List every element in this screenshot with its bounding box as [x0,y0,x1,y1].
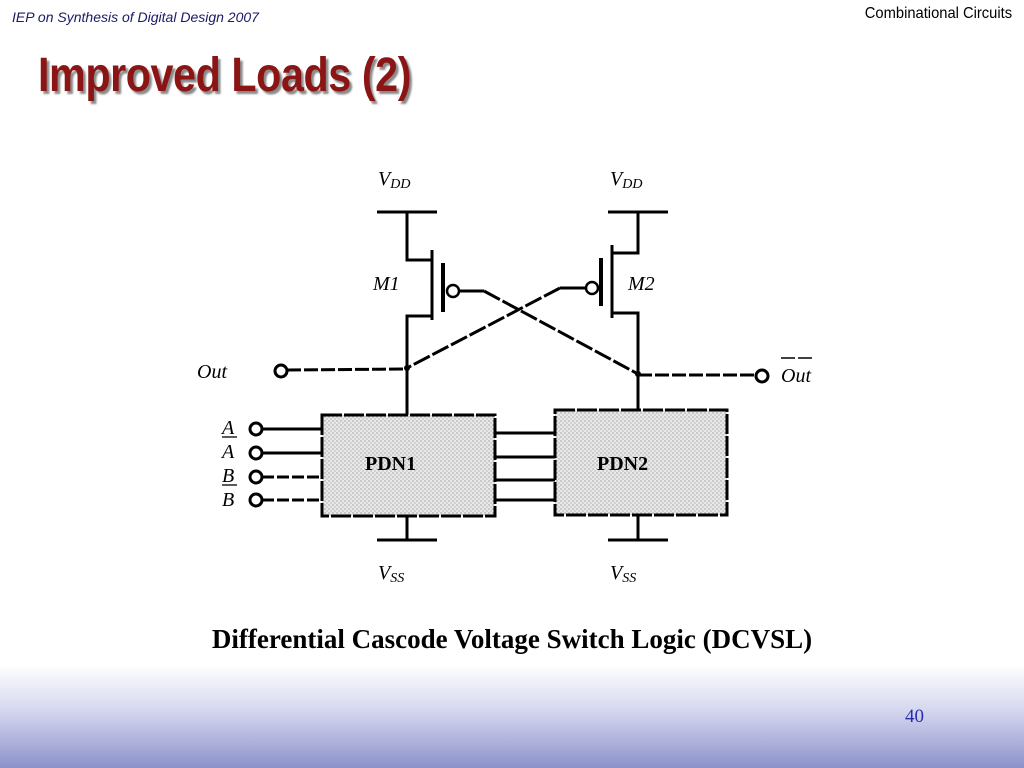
input-lines [262,427,322,502]
m1-label: M1 [372,273,400,295]
transistor-m1 [405,212,484,415]
page-number: 40 [905,706,924,727]
m2-label: M2 [627,273,655,295]
vss-label-right: VSS [610,562,636,586]
diagram-caption: Differential Cascode Voltage Switch Logi… [211,624,813,654]
input-label-b: B [222,465,234,487]
course-header: IEP on Synthesis of Digital Design 2007 [12,9,259,25]
input-label-a: A [220,417,235,439]
transistor-m2 [560,212,640,410]
section-header: Combinational Circuits [864,5,1012,22]
out-label-right: Out [781,365,811,387]
node-out-left [404,365,410,371]
input-label-b-comp: B [222,489,234,511]
pdn-interconnects [495,431,555,502]
input-label-a-comp: A [220,441,235,463]
slide-title: Improved Loads (2) [38,49,412,102]
out-wire-left [286,367,408,372]
pdn1-box [320,413,497,518]
out-terminal-right [754,368,770,384]
footer-gradient [0,665,1024,768]
out-label-left: Out [197,361,227,383]
pdn1-label: PDN1 [365,453,416,475]
pdn2-label: PDN2 [597,453,648,475]
pdn2-box [553,408,729,517]
out-terminal-left [273,363,289,379]
vss-label-left: VSS [378,562,404,586]
vdd-label-left: VDD [378,168,410,192]
cross-wire-m1-gate [483,289,639,376]
cross-wire-m2-gate [406,286,561,370]
vdd-label-right: VDD [610,168,642,192]
input-terminals [248,421,264,508]
